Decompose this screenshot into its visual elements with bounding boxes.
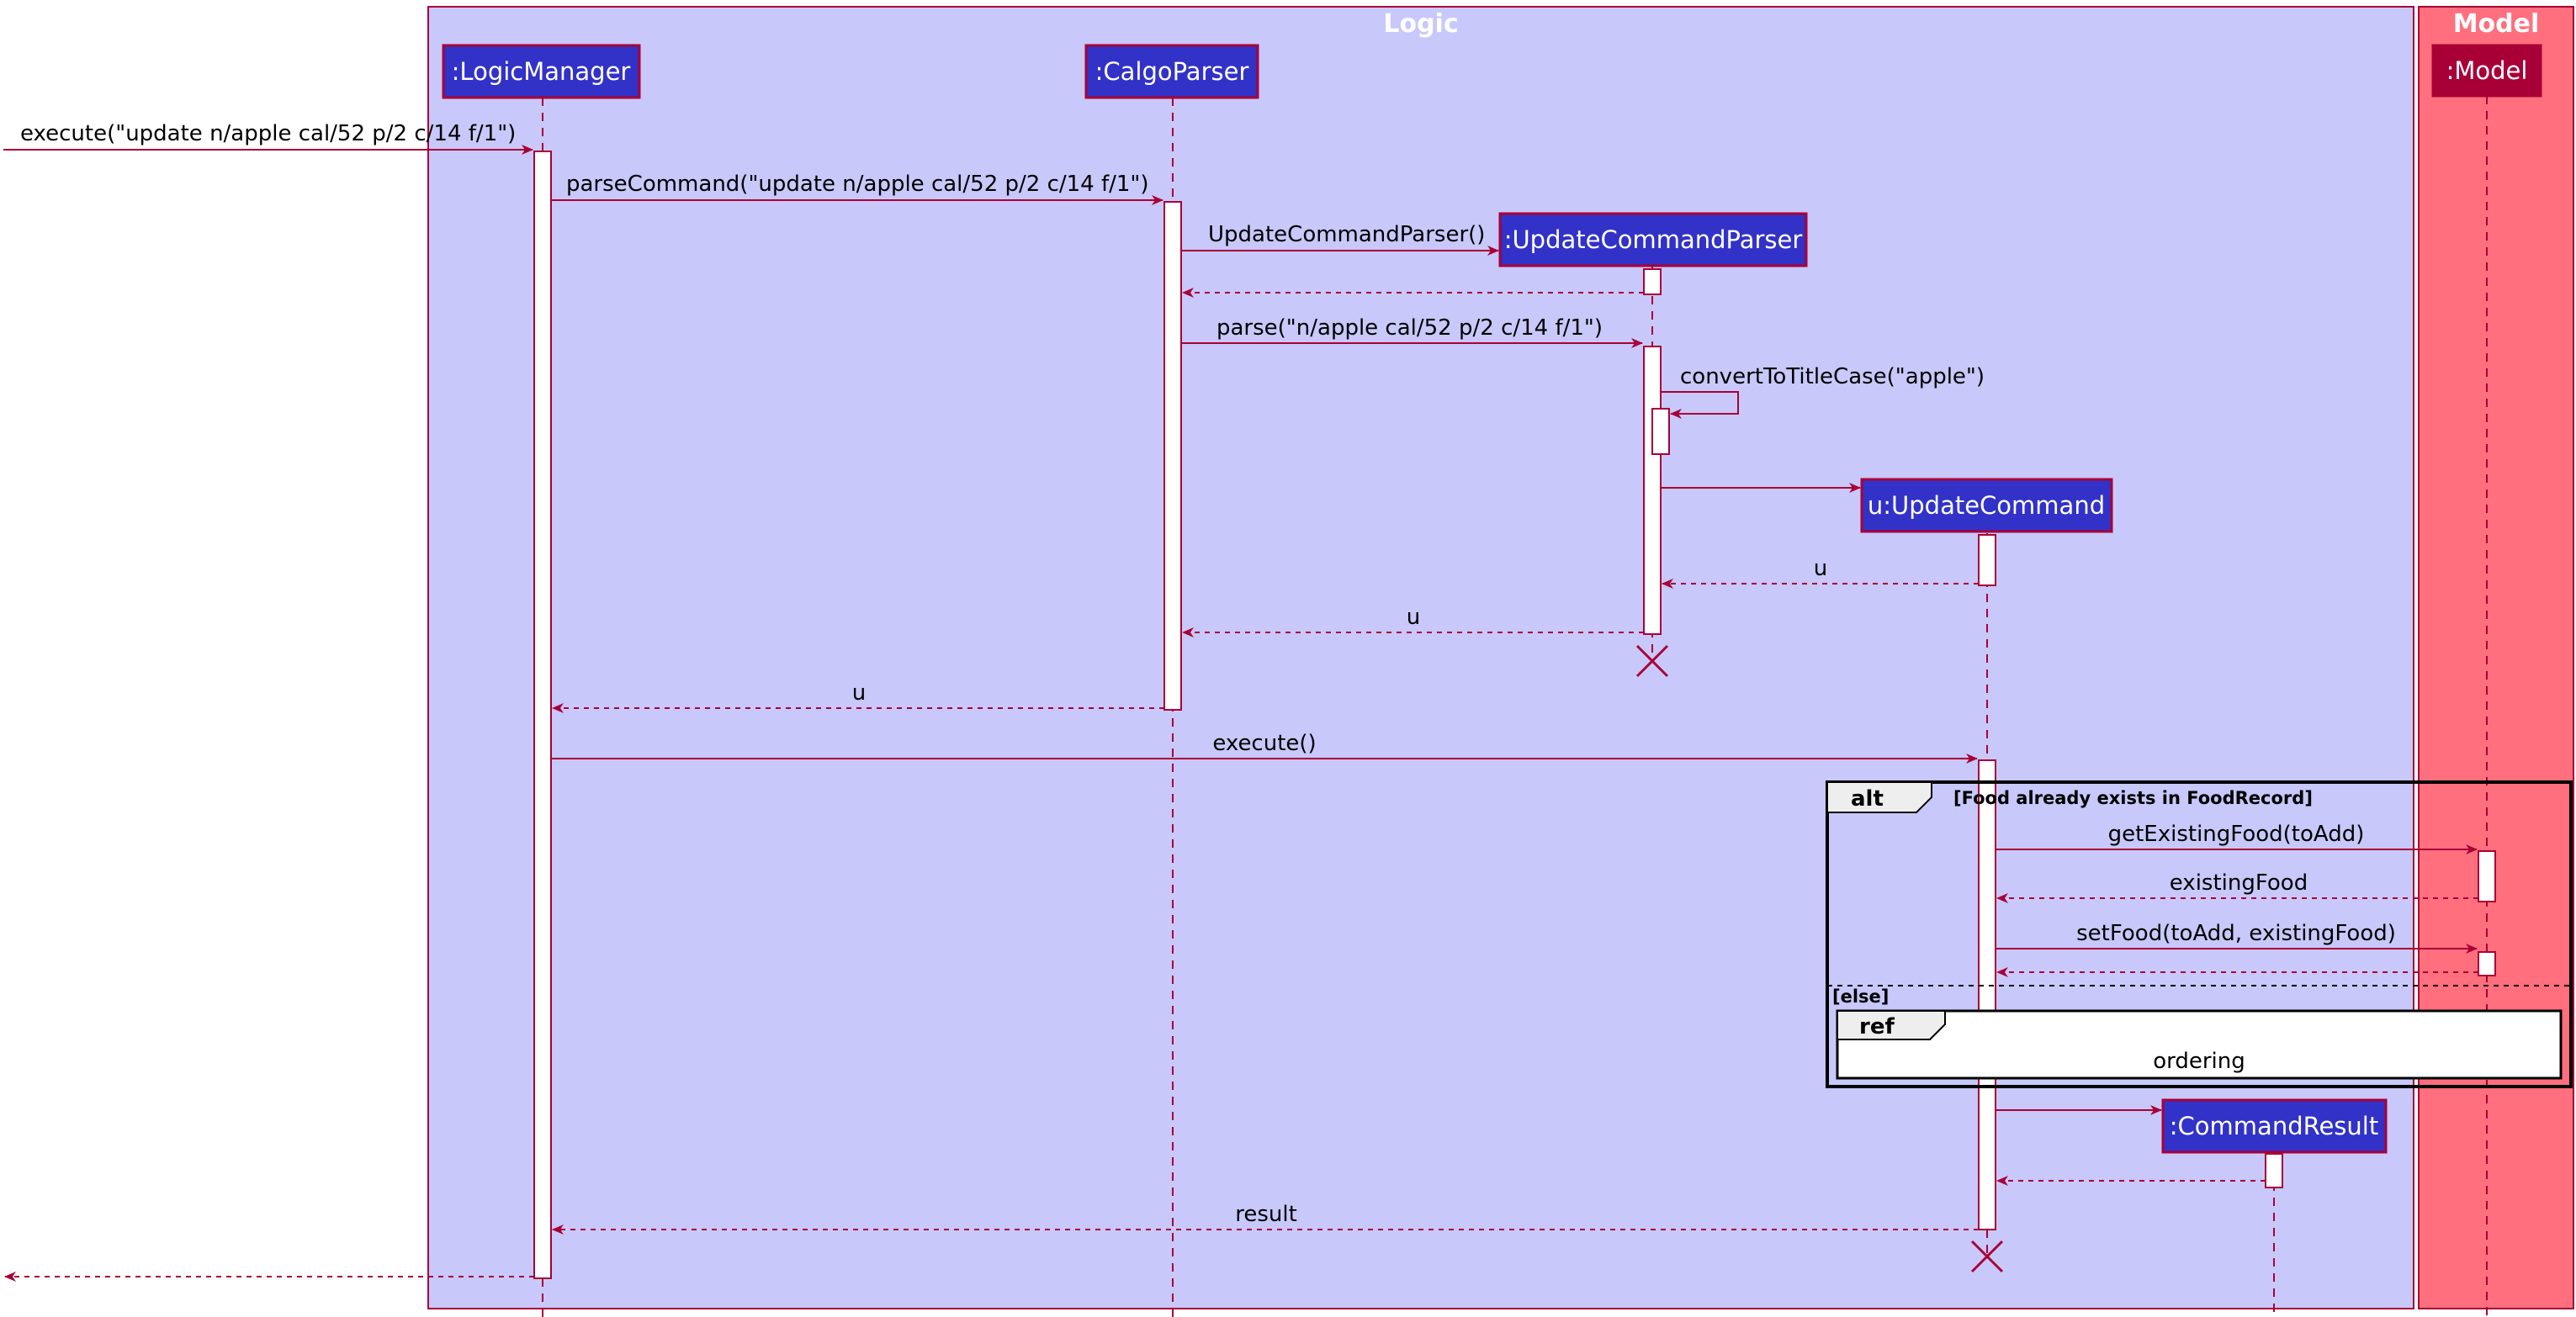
participant-command-result-label: :CommandResult — [2170, 1112, 2378, 1140]
msg-return-u-3-label: u — [852, 680, 866, 706]
participant-model — [2431, 44, 2542, 98]
msg-convert-to-title-case-label: convertToTitleCase("apple") — [1680, 364, 1985, 389]
alt-fragment-tab — [1826, 781, 1932, 813]
alt-fragment-label: alt — [1851, 786, 1884, 812]
destroy-update-command-b — [1970, 1240, 2004, 1273]
participant-update-command-label: u:UpdateCommand — [1868, 491, 2105, 520]
ref-fragment-text: ordering — [2153, 1049, 2245, 1074]
logic-box-title: Logic — [1383, 9, 1458, 39]
activation-logic-manager — [533, 151, 552, 1279]
activation-update-command-ctor — [1978, 534, 1996, 586]
msg-get-existing-food-label: getExistingFood(toAdd) — [2108, 822, 2365, 847]
activation-model-get — [2478, 850, 2496, 902]
activation-command-result — [2265, 1153, 2283, 1188]
activation-model-set — [2478, 951, 2496, 976]
participant-model-label: :Model — [2446, 56, 2528, 85]
msg-return-u-2-label: u — [1407, 605, 1420, 630]
msg-convert-to-title-case — [1661, 391, 1739, 419]
msg-parse-command-label: parseCommand("update n/apple cal/52 p/2 … — [566, 172, 1149, 197]
participant-update-command-parser — [1498, 212, 1808, 267]
alt-fragment — [1826, 780, 2573, 1088]
ref-fragment-tab — [1837, 1010, 1946, 1040]
activation-calgo-parser — [1163, 201, 1182, 711]
participant-command-result — [2161, 1098, 2388, 1154]
msg-parse-label: parse("n/apple cal/52 p/2 c/14 f/1") — [1216, 315, 1603, 341]
msg-return-result-label: result — [1235, 1202, 1297, 1227]
activation-update-command-parser-parse — [1643, 346, 1662, 635]
activation-update-command-parser-self — [1651, 408, 1670, 455]
participant-update-command-parser-label: :UpdateCommandParser — [1504, 225, 1803, 254]
participant-update-command — [1860, 478, 2113, 533]
ref-fragment — [1836, 1009, 2563, 1080]
ref-fragment-label: ref — [1859, 1014, 1895, 1039]
participant-logic-manager — [442, 44, 641, 99]
msg-create-update-command-parser-label: UpdateCommandParser() — [1208, 222, 1485, 247]
participant-logic-manager-label: :LogicManager — [452, 57, 631, 86]
model-box — [2418, 6, 2574, 1309]
msg-execute-label: execute() — [1212, 731, 1316, 756]
activation-update-command-parser-ctor — [1643, 268, 1662, 295]
alt-else-guard: [else] — [1832, 986, 1889, 1007]
activation-update-command-execute — [1978, 759, 1996, 1230]
msg-set-food-label: setFood(toAdd, existingFood) — [2076, 921, 2396, 946]
alt-fragment-guard: [Food already exists in FoodRecord] — [1953, 788, 2313, 808]
msg-return-u-1-label: u — [1814, 556, 1827, 581]
msg-execute-in-label: execute("update n/apple cal/52 p/2 c/14 … — [20, 121, 516, 146]
destroy-update-command-parser-b — [1635, 644, 1669, 678]
logic-box — [427, 6, 2414, 1309]
msg-return-existing-food-label: existingFood — [2170, 870, 2308, 896]
model-box-title: Model — [2453, 9, 2540, 39]
participant-calgo-parser-label: :CalgoParser — [1095, 57, 1249, 86]
participant-calgo-parser — [1084, 44, 1259, 99]
